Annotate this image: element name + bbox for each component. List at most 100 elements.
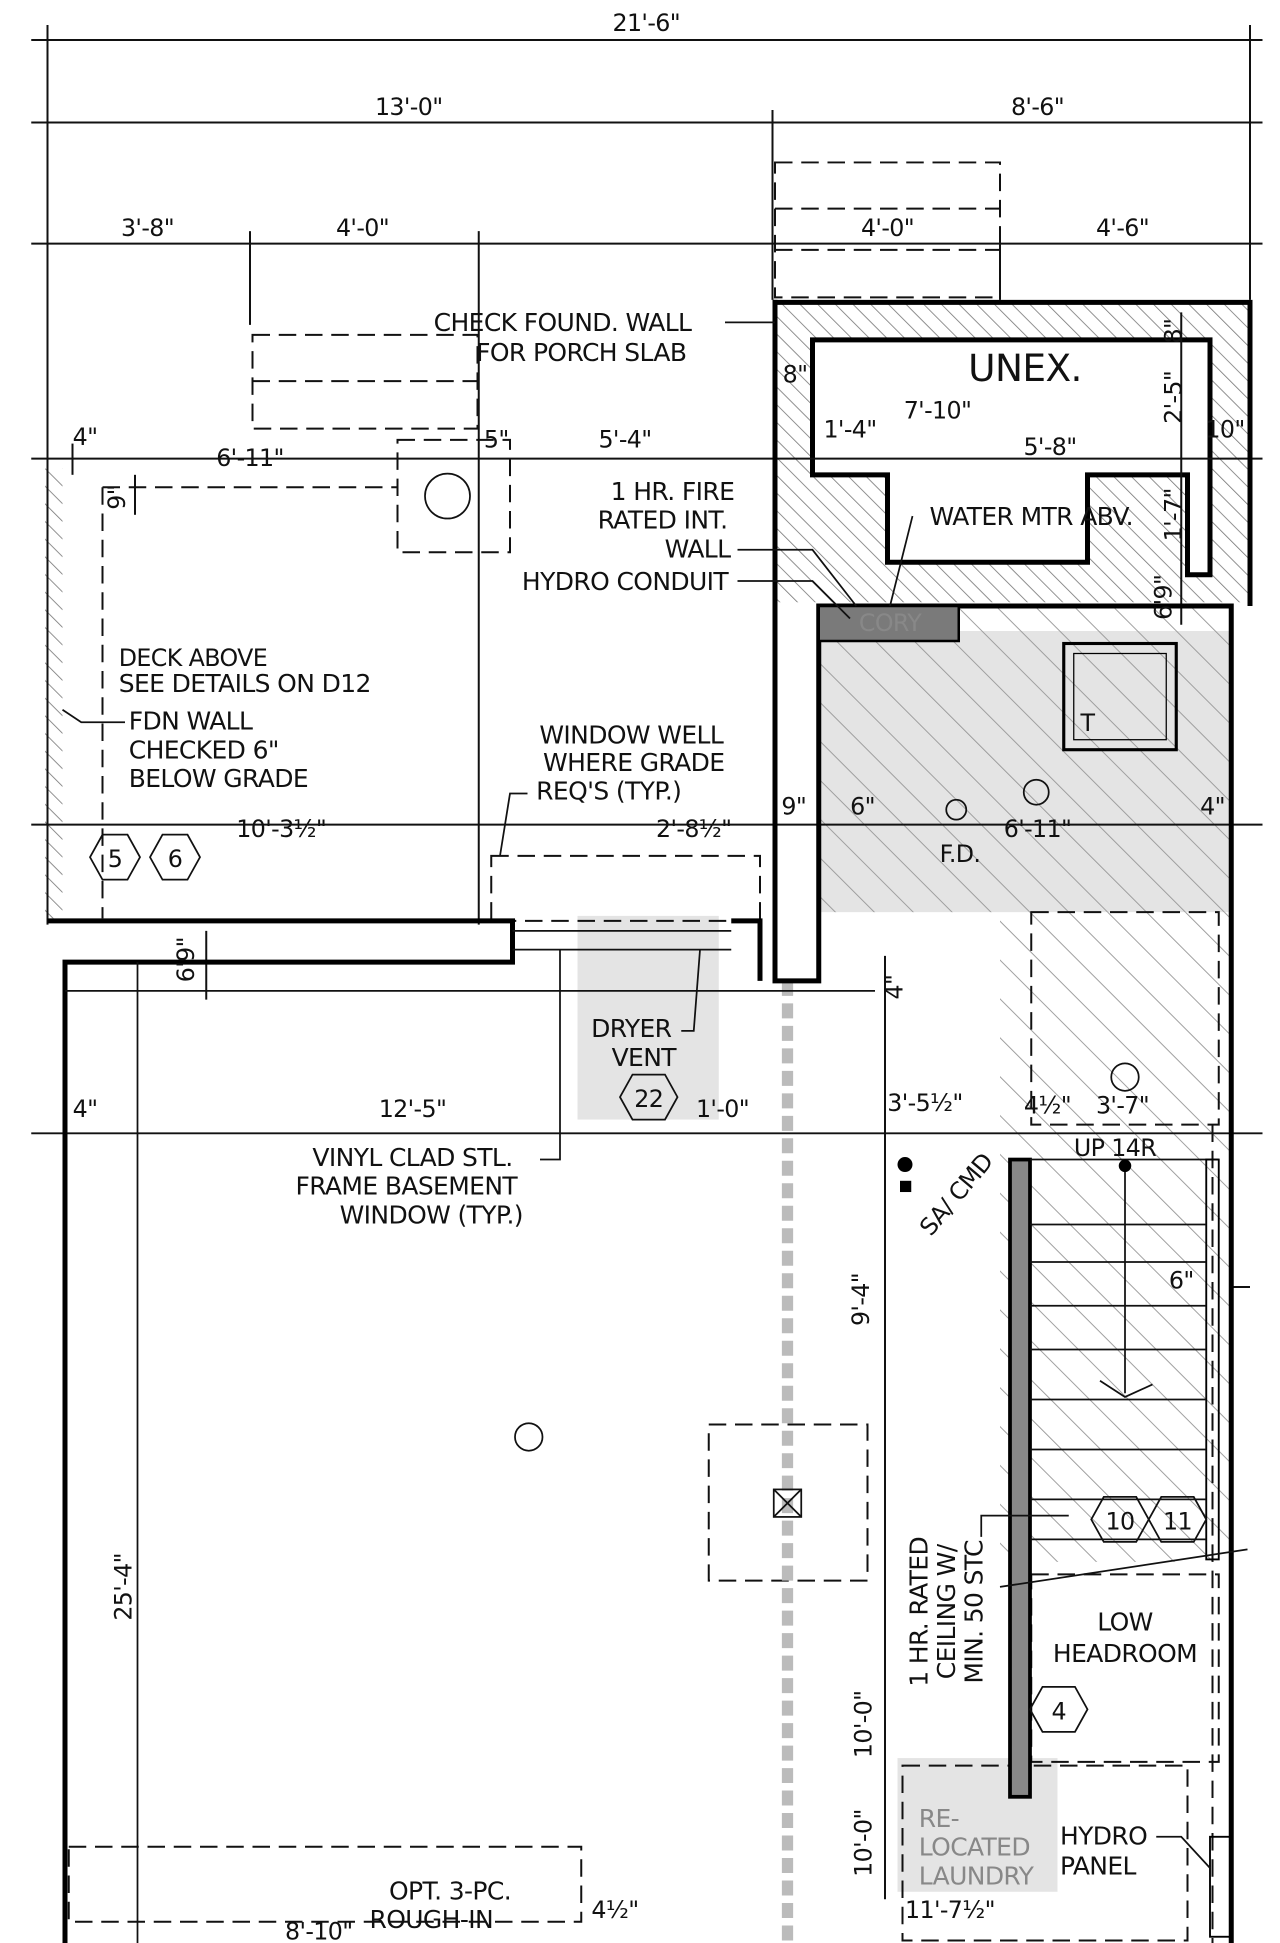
note-fire-wall: RATED INT. [598,506,728,535]
note-hydro-conduit: HYDRO CONDUIT [522,567,729,596]
note-dryer-vent: DRYER [591,1014,672,1043]
note-vinyl-window: VINYL CLAD STL. [312,1143,512,1172]
dim-label: 4½" [591,1896,638,1924]
dim-label: 2'-8½" [656,815,731,843]
dim-label: 7'-10" [904,397,972,425]
tag-10: 10 [1106,1507,1135,1535]
note-window-well: WHERE GRADE [543,748,724,777]
note-fdn-wall: FDN WALL [129,707,253,736]
dim-label: 5" [484,425,509,453]
up-14r-label: UP 14R [1074,1134,1156,1162]
dimension-lines [31,24,1263,1900]
dim-label: 6'9" [1149,575,1177,620]
dim-label: 10'-0" [849,1809,877,1877]
dimension-labels: 21'-6" 13'-0" 8'-6" 3'-8" 4'-0" 4'-0" 4'… [73,9,1246,1943]
dim-label: 5'-8" [1023,433,1076,461]
dim-label: 9" [103,485,131,510]
dim-label: 8" [783,360,808,388]
notes: CHECK FOUND. WALL FOR PORCH SLAB UNEX. 1… [62,308,1211,1934]
see-details-label: SEE DETAILS ON D12 [119,669,371,698]
note-fdn-wall: BELOW GRADE [129,764,308,793]
dim-label: 10'-3½" [236,815,326,843]
note-check-found: CHECK FOUND. WALL [434,308,692,337]
dim-label: 9" [781,793,806,821]
post-icon [772,1488,803,1518]
note-relocated-laundry: RE- [919,1804,959,1833]
note-window-well: REQ'S (TYP.) [536,777,681,806]
dim-label: 25'-4" [109,1553,137,1621]
note-opt-rough-in: ROUGH-IN [369,1905,493,1934]
note-relocated-laundry: LAUNDRY [919,1861,1035,1890]
note-fdn-wall: CHECKED 6" [129,735,279,764]
stair-treads [999,1159,1248,1588]
walls [47,299,1253,1943]
dim-label-8-10: 8'-10" [285,1917,353,1943]
dim-label: 4" [73,1095,98,1123]
dim-label: 4" [73,423,98,451]
light-fixture-icon [514,1422,544,1452]
note-vinyl-window: FRAME BASEMENT [295,1172,518,1201]
dim-label: 4" [880,975,908,1000]
floor-drain-label: F.D. [940,840,981,868]
light-fixture-icon [1022,778,1050,806]
low-headroom-label: LOW [1097,1608,1153,1637]
tag-22: 22 [634,1085,663,1113]
dim-label: 8" [1159,319,1187,344]
tag-4: 4 [1052,1697,1066,1725]
cory-label: CORY [859,609,922,637]
dim-label: 12'-5" [379,1095,447,1123]
light-fixture-icon [424,472,471,520]
symbols [424,472,1140,1518]
tag-5: 5 [108,845,122,873]
note-hydro-panel: PANEL [1060,1851,1137,1880]
dim-label: 1'-7" [1159,488,1187,541]
note-dryer-vent: VENT [612,1043,678,1072]
dim-label: 6'-11" [216,444,284,472]
low-headroom-label: HEADROOM [1053,1639,1197,1668]
smoke-alarm-icon [900,1180,912,1193]
note-hydro-panel: HYDRO [1060,1821,1147,1850]
dim-label: 6'9" [172,937,200,982]
hatched-bath [818,606,1232,913]
note-rated-ceiling: MIN. 50 STC [959,1540,988,1684]
note-opt-rough-in: OPT. 3-PC. [389,1876,511,1905]
dim-label: 10'-0" [849,1691,877,1759]
tub-label: T [1080,709,1096,737]
note-rated-ceiling: CEILING W/ [932,1543,961,1679]
dim-label: 4'-0" [861,214,914,242]
fire-rated-wall [1008,1157,1032,1799]
dim-label: 3'-5½" [887,1089,962,1117]
dim-label: 5'-4" [598,425,651,453]
dim-label: 4½" [1024,1091,1071,1119]
dim-label: 4'-6" [1096,214,1149,242]
dim-left-block: 13'-0" [375,93,443,121]
dim-label: 6'-11" [1004,815,1072,843]
dim-label: 1'-0" [696,1095,749,1123]
note-window-well: WINDOW WELL [539,720,724,749]
dim-right-block: 8'-6" [1011,93,1064,121]
tag-6: 6 [168,845,182,873]
dim-label: 3'-7" [1096,1091,1149,1119]
note-vinyl-window: WINDOW (TYP.) [340,1200,523,1229]
tag-11: 11 [1163,1507,1192,1535]
dim-label: 6" [1169,1266,1194,1294]
dim-label: 6" [850,793,875,821]
sa-cmd-label: SA/ CMD [914,1148,999,1241]
dim-label: 9'-4" [847,1273,875,1326]
note-fire-wall: 1 HR. FIRE [611,477,735,506]
dim-label: 2'-5" [1159,371,1187,424]
light-fixture-icon [1110,1062,1140,1092]
dim-overall: 21'-6" [612,9,680,37]
dim-label: 4" [1200,793,1225,821]
hatched-stair [1000,912,1232,1562]
tags: 5 6 22 10 11 4 [88,833,1208,1733]
note-fire-wall: WALL [665,534,731,563]
deck-above-label: DECK ABOVE [119,644,267,672]
floor-drain-icon [945,798,968,821]
note-rated-ceiling: 1 HR. RATED [904,1537,933,1687]
dim-label: 11'-7½" [905,1896,995,1924]
dim-label: 4'-0" [336,214,389,242]
note-relocated-laundry: LOCATED [919,1833,1030,1862]
dim-label: 10" [1205,415,1244,443]
